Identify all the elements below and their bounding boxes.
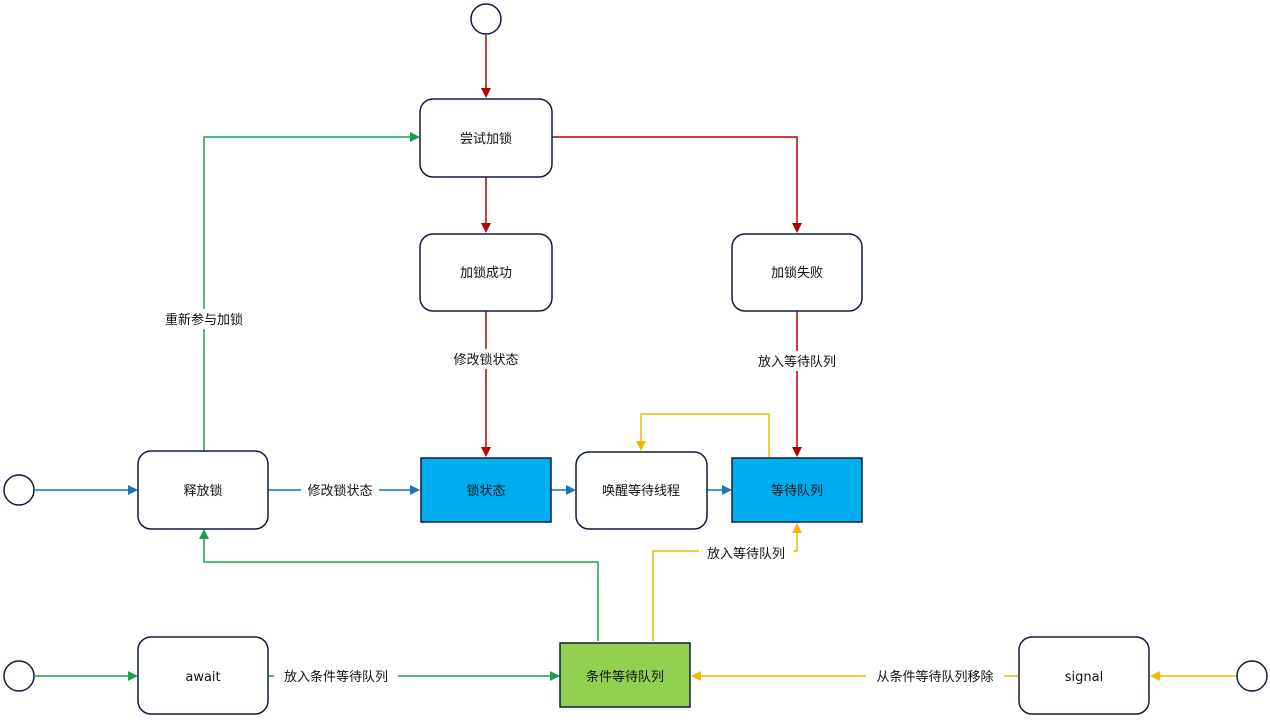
- node-condition-queue-label: 条件等待队列: [586, 669, 664, 685]
- edge-label-enqueue-wait-1: 放入等待队列: [750, 351, 844, 371]
- edge-label-enqueue-condition-text: 放入条件等待队列: [284, 669, 388, 685]
- node-condition-queue: 条件等待队列: [559, 642, 691, 708]
- node-wake-waiting: 唤醒等待线程: [575, 451, 708, 530]
- edge-label-enqueue-wait-2-text: 放入等待队列: [707, 546, 785, 562]
- edge-label-modify-state-2-text: 修改锁状态: [307, 483, 372, 499]
- node-await: await: [137, 636, 269, 715]
- start-node-release: [3, 474, 35, 506]
- start-node-signal: [1236, 660, 1268, 692]
- node-try-lock: 尝试加锁: [419, 98, 553, 178]
- edge-release-to-try-lock: [203, 132, 420, 451]
- node-signal: signal: [1018, 636, 1150, 715]
- edge-label-rejoin-lock-text: 重新参与加锁: [165, 312, 243, 328]
- node-signal-label: signal: [1065, 670, 1103, 685]
- edge-label-modify-state-2: 修改锁状态: [301, 480, 379, 500]
- edge-label-remove-condition-text: 从条件等待队列移除: [876, 669, 993, 685]
- node-wait-queue: 等待队列: [731, 457, 863, 523]
- node-lock-fail: 加锁失败: [731, 233, 863, 312]
- edge-label-remove-condition: 从条件等待队列移除: [866, 666, 1004, 686]
- edge-label-modify-state-1-text: 修改锁状态: [453, 352, 518, 368]
- start-node-await: [3, 660, 35, 692]
- node-lock-state-label: 锁状态: [466, 483, 505, 499]
- node-wake-waiting-label: 唤醒等待线程: [602, 483, 680, 499]
- node-try-lock-label: 尝试加锁: [460, 131, 512, 147]
- edge-label-modify-state-1: 修改锁状态: [447, 349, 525, 369]
- edge-condition-to-wait-queue: [652, 523, 802, 641]
- edge-label-enqueue-wait-2: 放入等待队列: [699, 543, 793, 563]
- edge-label-enqueue-condition: 放入条件等待队列: [274, 666, 398, 686]
- node-lock-success-label: 加锁成功: [460, 265, 512, 281]
- node-wait-queue-label: 等待队列: [771, 483, 823, 499]
- start-node-top: [470, 3, 502, 35]
- edge-condition-to-release: [199, 529, 599, 641]
- node-release-lock-label: 释放锁: [183, 483, 222, 499]
- node-release-lock: 释放锁: [137, 450, 269, 530]
- edge-label-enqueue-wait-1-text: 放入等待队列: [758, 354, 836, 370]
- edge-label-rejoin-lock: 重新参与加锁: [157, 309, 251, 329]
- node-lock-state: 锁状态: [420, 457, 552, 523]
- node-lock-success: 加锁成功: [419, 233, 553, 312]
- node-lock-fail-label: 加锁失败: [771, 265, 823, 281]
- edge-try-to-fail: [552, 136, 802, 233]
- edge-wait-queue-to-wake: [636, 413, 770, 457]
- node-await-label: await: [185, 670, 220, 685]
